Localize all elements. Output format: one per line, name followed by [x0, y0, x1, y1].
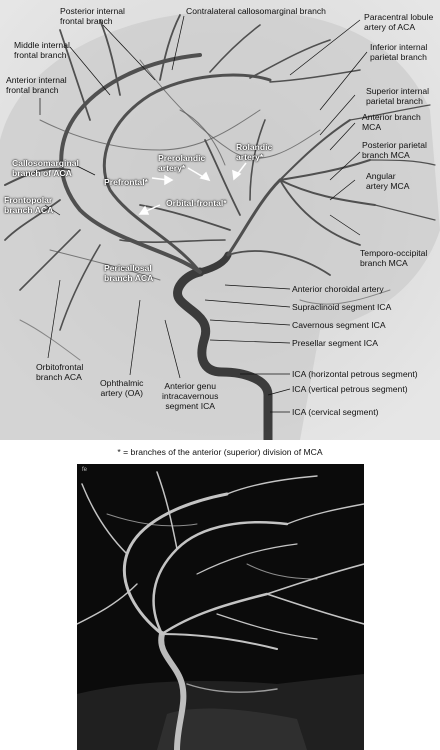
label-inferior-internal-parietal: Inferior internal parietal branch	[370, 42, 428, 62]
3d-angiography-render	[77, 464, 364, 750]
label-anterior-genu: Anterior genu intracavernous segment ICA	[162, 381, 219, 411]
label-ica-vertical-petrous: ICA (vertical petrous segment)	[292, 384, 408, 394]
label-angular-mca: Angular artery MCA	[366, 171, 410, 191]
label-presellar-ica: Presellar segment ICA	[292, 338, 378, 348]
label-orbitofrontal-aca: Orbitofrontal branch ACA	[36, 362, 84, 382]
label-pericallosal-aca: Pericallosal branch ACA	[104, 263, 154, 283]
label-temporo-occipital-mca: Temporo-occipital branch MCA	[360, 248, 428, 268]
render-corner-mark: fe	[82, 467, 88, 473]
angiogram-lateral-view	[0, 0, 440, 440]
label-orbital-frontal: Orbital-frontal*	[166, 198, 227, 208]
label-posterior-parietal-mca: Posterior parietal branch MCA	[362, 140, 427, 160]
label-ophthalmic: Ophthalmic artery (OA)	[100, 378, 144, 398]
label-frontopolar-aca: Frontopolar branch ACA	[4, 195, 54, 215]
label-callosomarginal-aca: Callosomarginal branch of ACA	[12, 158, 79, 178]
label-cavernous-ica: Cavernous segment ICA	[292, 320, 386, 330]
label-paracentral-lobule: Paracentral lobule artery of ACA	[364, 12, 434, 32]
label-anterior-branch-mca: Anterior branch MCA	[362, 112, 421, 132]
label-anterior-internal-frontal: Anterior internal frontal branch	[6, 75, 67, 95]
label-ica-horizontal-petrous: ICA (horizontal petrous segment)	[292, 369, 418, 379]
label-middle-internal-frontal: Middle internal frontal branch	[14, 40, 70, 60]
label-ica-cervical: ICA (cervical segment)	[292, 407, 379, 417]
label-posterior-internal-frontal: Posterior internal frontal branch	[60, 6, 125, 26]
label-prerolandic: Prerolandic artery*	[158, 153, 206, 173]
label-anterior-choroidal: Anterior choroidal artery	[292, 284, 384, 294]
label-superior-internal-parietal: Superior internal parietal branch	[366, 86, 430, 106]
label-prefrontal: Prefrontal*	[104, 177, 148, 187]
figure-footnote: * = branches of the anterior (superior) …	[117, 447, 323, 457]
label-supraclinoid-ica: Supraclinoid segment ICA	[292, 302, 392, 312]
label-contralateral-callosomarginal: Contralateral callosomarginal branch	[186, 6, 326, 16]
label-rolandic: Rolandic artery*	[236, 142, 273, 162]
